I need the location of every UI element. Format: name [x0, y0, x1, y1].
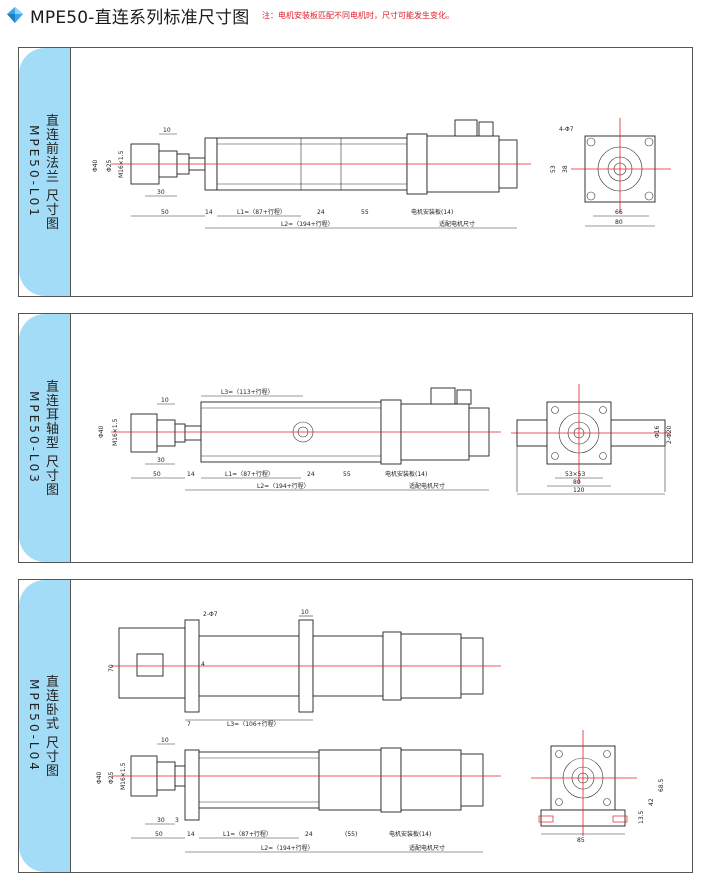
- dim-d25: Φ25: [106, 159, 113, 172]
- panel-code: MPE50-L01: [27, 125, 41, 219]
- dim-53: 53: [550, 165, 557, 173]
- dim-d40: Φ40: [96, 771, 103, 784]
- dim-motor: 适配电机尺寸: [409, 844, 445, 852]
- l03-side-view: L3=（113+行程） 10 30 50 14 L1=（87+行程） 24 55…: [98, 384, 673, 495]
- dim-55: (55): [345, 831, 357, 838]
- panel-l04: 直连卧式 尺寸图 MPE50-L04 2-Φ7 10 70 4 7 L3=（10…: [18, 579, 693, 873]
- dim-m16: M16×1.5: [120, 762, 127, 790]
- dim-30: 30: [157, 457, 165, 464]
- drawing-l01: 50 30 10 14 L1=（87+行程） 24 55 电机安装板(14) L…: [71, 48, 692, 296]
- dim-2holes: 2-Φ7: [203, 611, 218, 618]
- dim-motor: 适配电机尺寸: [439, 220, 475, 228]
- dim-24: 24: [317, 209, 325, 216]
- dim-68-5: 68.5: [658, 778, 665, 792]
- diamond-gem-icon: [7, 7, 23, 23]
- dim-10: 10: [161, 737, 169, 744]
- dim-m16: M16×1.5: [118, 150, 125, 178]
- panel-title-cn: 直连前法兰 尺寸图: [43, 113, 58, 231]
- dim-55: 55: [343, 471, 351, 478]
- dim-50: 50: [161, 209, 169, 216]
- dim-50: 50: [153, 471, 161, 478]
- panel-tab: 直连卧式 尺寸图 MPE50-L04: [19, 580, 71, 872]
- dim-42: 42: [648, 798, 655, 806]
- dim-d40: Φ40: [98, 425, 105, 438]
- dim-55: 55: [361, 209, 369, 216]
- dim-7: 7: [187, 721, 191, 728]
- dim-80: 80: [615, 219, 623, 226]
- panel-code: MPE50-L03: [27, 391, 41, 485]
- dim-66: 66: [615, 209, 623, 216]
- dim-d40: Φ40: [92, 159, 99, 172]
- dim-m16: M16×1.5: [112, 418, 119, 446]
- drawing-l03: L3=（113+行程） 10 30 50 14 L1=（87+行程） 24 55…: [71, 314, 692, 562]
- page-header: MPE50-直连系列标准尺寸图 注：电机安装板匹配不同电机时，尺寸可能发生变化。: [0, 0, 724, 30]
- panel-code: MPE50-L04: [27, 679, 41, 773]
- l04-views: 2-Φ7 10 70 4 7 L3=（106+行程） 10 30: [96, 609, 665, 853]
- dim-motor: 适配电机尺寸: [409, 482, 445, 490]
- dim-l2: L2=（194+行程）: [281, 220, 334, 228]
- dim-d20: 2-Φ20: [666, 425, 673, 444]
- red-note: 注：电机安装板匹配不同电机时，尺寸可能发生变化。: [262, 11, 454, 20]
- panel-l03: 直连耳轴型 尺寸图 MPE50-L03 L3=（113+行程） 10 30: [18, 313, 693, 563]
- dim-l1: L1=（87+行程）: [237, 208, 286, 216]
- dim-13-5: 13.5: [638, 810, 645, 824]
- page-title: MPE50-直连系列标准尺寸图: [30, 8, 250, 28]
- dim-38: 38: [562, 165, 569, 173]
- l01-side-view: 50 30 10 14 L1=（87+行程） 24 55 电机安装板(14) L…: [92, 118, 671, 229]
- dim-80: 80: [573, 479, 581, 486]
- dim-3: 3: [175, 817, 179, 824]
- dim-24: 24: [305, 831, 313, 838]
- dim-l3: L3=（113+行程）: [221, 388, 274, 396]
- panel-title-cn: 直连卧式 尺寸图: [43, 674, 58, 778]
- dim-plate: 电机安装板(14): [389, 830, 431, 838]
- dim-14: 14: [187, 831, 195, 838]
- dim-l1: L1=（87+行程）: [223, 830, 272, 838]
- dim-plate: 电机安装板(14): [385, 470, 427, 478]
- panel-tab: 直连耳轴型 尺寸图 MPE50-L03: [19, 314, 71, 562]
- drawing-l04: 2-Φ7 10 70 4 7 L3=（106+行程） 10 30: [71, 580, 692, 872]
- dim-4holes: 4-Φ7: [559, 126, 574, 133]
- dim-d25: Φ25: [108, 771, 115, 784]
- dim-30: 30: [157, 817, 165, 824]
- panel-tab: 直连前法兰 尺寸图 MPE50-L01: [19, 48, 71, 296]
- panel-title-cn: 直连耳轴型 尺寸图: [43, 379, 58, 497]
- dim-10: 10: [161, 397, 169, 404]
- dim-l3: L3=（106+行程）: [227, 720, 280, 728]
- dim-10-top: 10: [301, 609, 309, 616]
- dim-30: 30: [157, 189, 165, 196]
- dim-l2: L2=（194+行程）: [261, 844, 314, 852]
- dim-53x53: 53×53: [565, 471, 585, 478]
- dim-d16: Φ16: [654, 425, 661, 438]
- dim-120: 120: [573, 487, 585, 494]
- dim-70: 70: [108, 664, 115, 672]
- dim-plate: 电机安装板(14): [411, 208, 453, 216]
- dim-50: 50: [155, 831, 163, 838]
- dim-l1: L1=（87+行程）: [225, 470, 274, 478]
- dim-10: 10: [163, 127, 171, 134]
- panel-l01: 直连前法兰 尺寸图 MPE50-L01: [18, 47, 693, 297]
- dim-4: 4: [201, 661, 205, 668]
- dim-14: 14: [205, 209, 213, 216]
- dim-l2: L2=（194+行程）: [257, 482, 310, 490]
- dim-85: 85: [577, 837, 585, 844]
- dim-14: 14: [187, 471, 195, 478]
- dim-24: 24: [307, 471, 315, 478]
